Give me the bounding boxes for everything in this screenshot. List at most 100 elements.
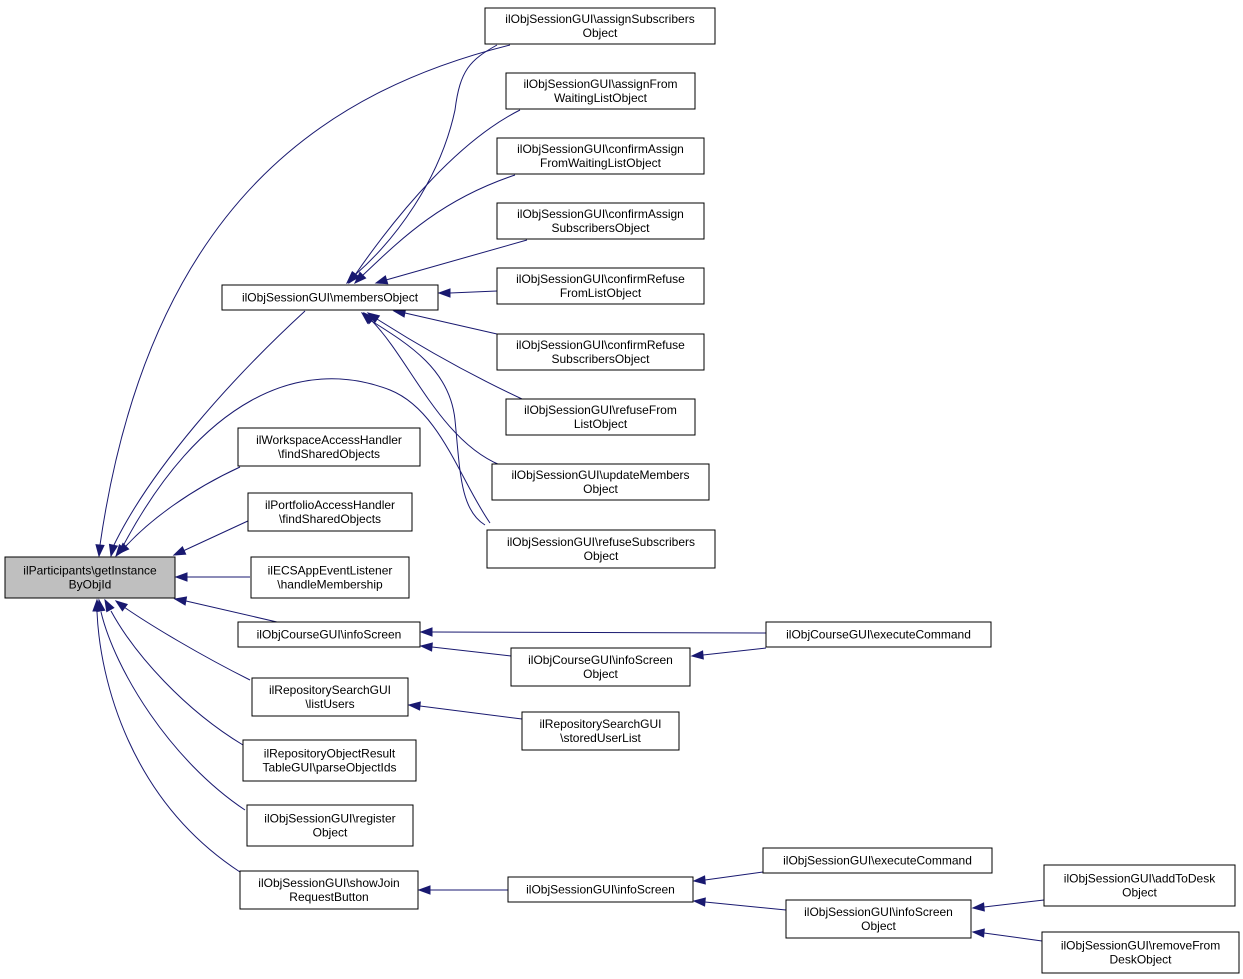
node-confRefuseSub[interactable]: ilObjSessionGUI\confirmRefuseSubscribers…: [496, 333, 705, 371]
node-portfolio[interactable]: ilPortfolioAccessHandler\findSharedObjec…: [247, 492, 413, 532]
arrowhead: [104, 598, 115, 613]
node-label-line: ilObjSessionGUI\removeFrom: [1061, 939, 1220, 953]
node-box: [246, 804, 414, 847]
node-members[interactable]: ilObjSessionGUI\membersObject: [221, 284, 439, 311]
node-box: [521, 711, 680, 751]
node-label-line: \findSharedObjects: [279, 512, 381, 526]
node-box: [221, 284, 439, 311]
node-label-line: ilObjSessionGUI\executeCommand: [783, 854, 972, 868]
node-label-line: ilPortfolioAccessHandler: [265, 498, 395, 512]
node-label-line: FromWaitingListObject: [540, 156, 662, 170]
arrowhead: [116, 542, 130, 556]
node-box: [4, 556, 176, 599]
node-label-line: ilRepositorySearchGUI: [539, 717, 661, 731]
edge-confAssignSub-to-members: [374, 239, 528, 285]
node-box: [785, 899, 972, 939]
node-label-line: SubscribersObject: [551, 221, 650, 235]
edge-line: [704, 871, 764, 881]
arrowhead: [690, 650, 704, 660]
node-box: [496, 267, 705, 305]
edge-repoResult-to-root: [104, 598, 244, 746]
edge-line: [431, 631, 767, 634]
arrowhead: [174, 572, 188, 582]
node-box: [496, 202, 705, 240]
arrowhead: [92, 598, 102, 612]
node-label-line: Object: [583, 26, 618, 40]
node-label-line: ilRepositorySearchGUI: [269, 683, 391, 697]
edge-sessInfoObj-to-sessInfo: [692, 897, 787, 911]
node-workspace[interactable]: ilWorkspaceAccessHandler\findSharedObjec…: [237, 427, 421, 467]
arrowhead: [374, 275, 389, 285]
edge-refuseSub-to-members: [360, 312, 486, 526]
edge-line: [361, 174, 516, 277]
node-label-line: ilObjSessionGUI\assignSubscribers: [505, 12, 694, 26]
edge-sessInfo-to-showJoin: [417, 885, 508, 895]
node-label-line: ilObjSessionGUI\membersObject: [242, 291, 419, 305]
arrowhead: [971, 928, 985, 938]
edge-line: [354, 44, 498, 276]
node-sessExec[interactable]: ilObjSessionGUI\executeCommand: [762, 847, 993, 874]
node-label-line: ilObjCourseGUI\executeCommand: [786, 628, 971, 642]
arrowhead: [95, 544, 105, 558]
node-confAssignFrom[interactable]: ilObjSessionGUI\confirmAssignFromWaiting…: [496, 137, 705, 175]
edge-line: [704, 901, 787, 911]
edge-register-to-root: [96, 598, 246, 811]
edge-sessExec-to-sessInfo: [692, 871, 764, 885]
edge-confRefuseSub-to-members: [392, 308, 498, 335]
edge-workspace-to-root: [116, 466, 241, 556]
node-label-line: Object: [1122, 886, 1157, 900]
node-label-line: ilObjSessionGUI\confirmAssign: [517, 142, 684, 156]
node-label-line: RequestButton: [289, 890, 368, 904]
edge-line: [182, 519, 251, 552]
node-sessInfo[interactable]: ilObjSessionGUI\infoScreen: [507, 876, 694, 903]
arrowhead: [172, 546, 187, 556]
node-label-line: ilObjSessionGUI\infoScreen: [526, 883, 675, 897]
node-repoList[interactable]: ilRepositorySearchGUI\listUsers: [251, 677, 409, 717]
arrowhead: [173, 596, 188, 606]
node-assignFrom[interactable]: ilObjSessionGUI\assignFromWaitingListObj…: [505, 72, 696, 110]
node-repoResult[interactable]: ilRepositoryObjectResultTableGUI\parseOb…: [242, 739, 417, 782]
arrowhead: [353, 271, 367, 285]
node-label-line: FromListObject: [560, 286, 642, 300]
edge-line: [112, 310, 306, 548]
node-box: [510, 647, 691, 687]
edge-line: [121, 378, 491, 549]
edge-addDesk-to-sessInfoObj: [971, 899, 1045, 912]
edge-removeDesk-to-sessInfoObj: [971, 928, 1043, 942]
arrowhead: [419, 642, 433, 652]
arrowhead: [971, 902, 985, 912]
node-ecs[interactable]: ilECSAppEventListener\handleMembership: [250, 556, 410, 599]
edge-line: [99, 44, 511, 546]
node-box: [765, 621, 992, 648]
arrowhead: [114, 600, 129, 612]
node-box: [484, 7, 716, 45]
node-label-line: ilObjSessionGUI\refuseSubscribers: [507, 535, 695, 549]
edge-line: [185, 600, 278, 623]
node-box: [486, 529, 716, 569]
edge-line: [449, 290, 498, 294]
node-confAssignSub[interactable]: ilObjSessionGUI\confirmAssignSubscribers…: [496, 202, 705, 240]
node-confRefuseFrom[interactable]: ilObjSessionGUI\confirmRefuseFromListObj…: [496, 267, 705, 305]
node-label-line: DeskObject: [1109, 953, 1172, 967]
node-courseExec[interactable]: ilObjCourseGUI\executeCommand: [765, 621, 992, 648]
node-label-line: ilObjSessionGUI\confirmRefuse: [516, 338, 685, 352]
edge-line: [110, 610, 244, 746]
node-label-line: Object: [584, 549, 619, 563]
node-repoStored[interactable]: ilRepositorySearchGUI\storedUserList: [521, 711, 680, 751]
node-label-line: ilWorkspaceAccessHandler: [256, 433, 402, 447]
node-courseInfo[interactable]: ilObjCourseGUI\infoScreen: [237, 621, 421, 648]
node-label-line: ilObjSessionGUI\showJoin: [258, 876, 399, 890]
node-box: [496, 333, 705, 371]
node-label-line: \storedUserList: [560, 731, 641, 745]
